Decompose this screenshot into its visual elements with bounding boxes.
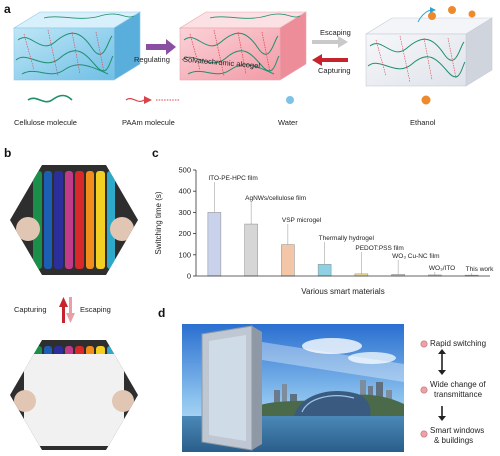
bar-3 [317, 264, 332, 277]
legend-water: Water [278, 118, 298, 127]
panel-d-letter: d [158, 306, 166, 320]
y-tick-label: 200 [178, 229, 191, 238]
bar-label-0: ITO-PE-HPC film [208, 175, 257, 182]
color-stripe [106, 346, 115, 356]
smart-window-scene [182, 324, 404, 452]
color-stripe [43, 346, 52, 356]
panel-b-letter: b [4, 146, 12, 160]
y-tick-label: 400 [178, 187, 191, 196]
right-finger [110, 217, 134, 241]
x-axis-label: Various smart materials [301, 287, 384, 296]
color-stripe [64, 346, 73, 356]
bar-label-7: This work [466, 266, 495, 273]
capture-escape-arrows [59, 297, 75, 323]
feature-bullet-3 [420, 430, 428, 438]
white-film-photo [10, 340, 138, 450]
color-stripe [33, 171, 42, 269]
cellulose-molecule-icon [27, 94, 73, 103]
regulating-arrow [146, 39, 176, 55]
y-tick-label: 100 [178, 250, 191, 259]
color-stripe [85, 171, 94, 269]
bar-label-1: AgNWs/cellulose film [245, 195, 306, 202]
left-finger-2 [14, 390, 36, 412]
colored-stripes-photo [10, 165, 138, 275]
escaping-label: Escaping [320, 28, 351, 37]
panel-a-illustration [12, 6, 494, 105]
bar-label-6: WO₃/ITO [429, 265, 455, 272]
bar-label-2: VSP microgel [282, 217, 322, 224]
feature-bullet-1 [420, 340, 428, 348]
feature-wide-change-line2: transmittance [434, 390, 483, 399]
bar-2 [281, 244, 295, 277]
bar-label-3: Thermally hydrogel [319, 235, 375, 242]
clear-gel-box [364, 6, 494, 87]
bar-1 [244, 223, 258, 277]
y-tick-label: 500 [178, 166, 191, 175]
escaping-label-b: Escaping [80, 305, 111, 314]
legend-ethanol: Ethanol [410, 118, 436, 127]
ethanol-icon [421, 95, 431, 105]
right-finger-2 [112, 390, 134, 412]
color-stripe [33, 346, 42, 356]
feature-smart-windows-line1: Smart windows [430, 426, 485, 435]
water-icon [286, 96, 294, 104]
feature-bullet-2 [420, 386, 428, 394]
color-stripe [64, 171, 73, 269]
legend-paam: PAAm molecule [122, 118, 175, 127]
paam-molecule-icon [125, 97, 145, 103]
y-axis-label: Switching time (s) [154, 191, 163, 254]
white-film [24, 354, 124, 446]
color-stripes [32, 171, 116, 269]
capturing-label: Capturing [318, 66, 351, 75]
color-stripe [54, 346, 63, 356]
color-stripe [85, 346, 94, 356]
panel-a-letter: a [4, 2, 11, 16]
bar-label-5: WO₃ Cu-NC film [392, 253, 439, 260]
y-tick-label: 0 [187, 272, 191, 281]
feature-smart-windows-line2: & buildings [434, 436, 474, 445]
color-stripe [43, 171, 52, 269]
color-stripe [75, 171, 84, 269]
color-stripe [96, 171, 105, 269]
color-stripe [54, 171, 63, 269]
y-tick-label: 300 [178, 208, 191, 217]
color-stripe [75, 346, 84, 356]
capturing-label-b: Capturing [14, 305, 47, 314]
regulating-label: Regulating [134, 55, 170, 64]
color-stripe [106, 171, 115, 269]
escaping-arrow [312, 36, 348, 48]
bar-0 [207, 212, 222, 277]
feature-wide-change-line1: Wide change of [430, 380, 486, 389]
feature-flow-arrows [420, 340, 446, 438]
hydrogel-box [12, 11, 142, 81]
panel-c-letter: c [152, 146, 159, 160]
color-stripe-tops [32, 346, 116, 356]
bar-label-4: PEDOT:PSS film [355, 245, 403, 252]
legend-cellulose: Cellulose molecule [14, 118, 77, 127]
switching-time-chart: 0 100 200 300 400 500 ITO-PE-HPC filmAgNWs/ce… [154, 166, 495, 297]
alcogel-box [178, 11, 308, 81]
capturing-arrow [312, 54, 348, 66]
left-finger [16, 217, 40, 241]
color-stripe [96, 346, 105, 356]
feature-rapid-switching: Rapid switching [430, 339, 487, 348]
